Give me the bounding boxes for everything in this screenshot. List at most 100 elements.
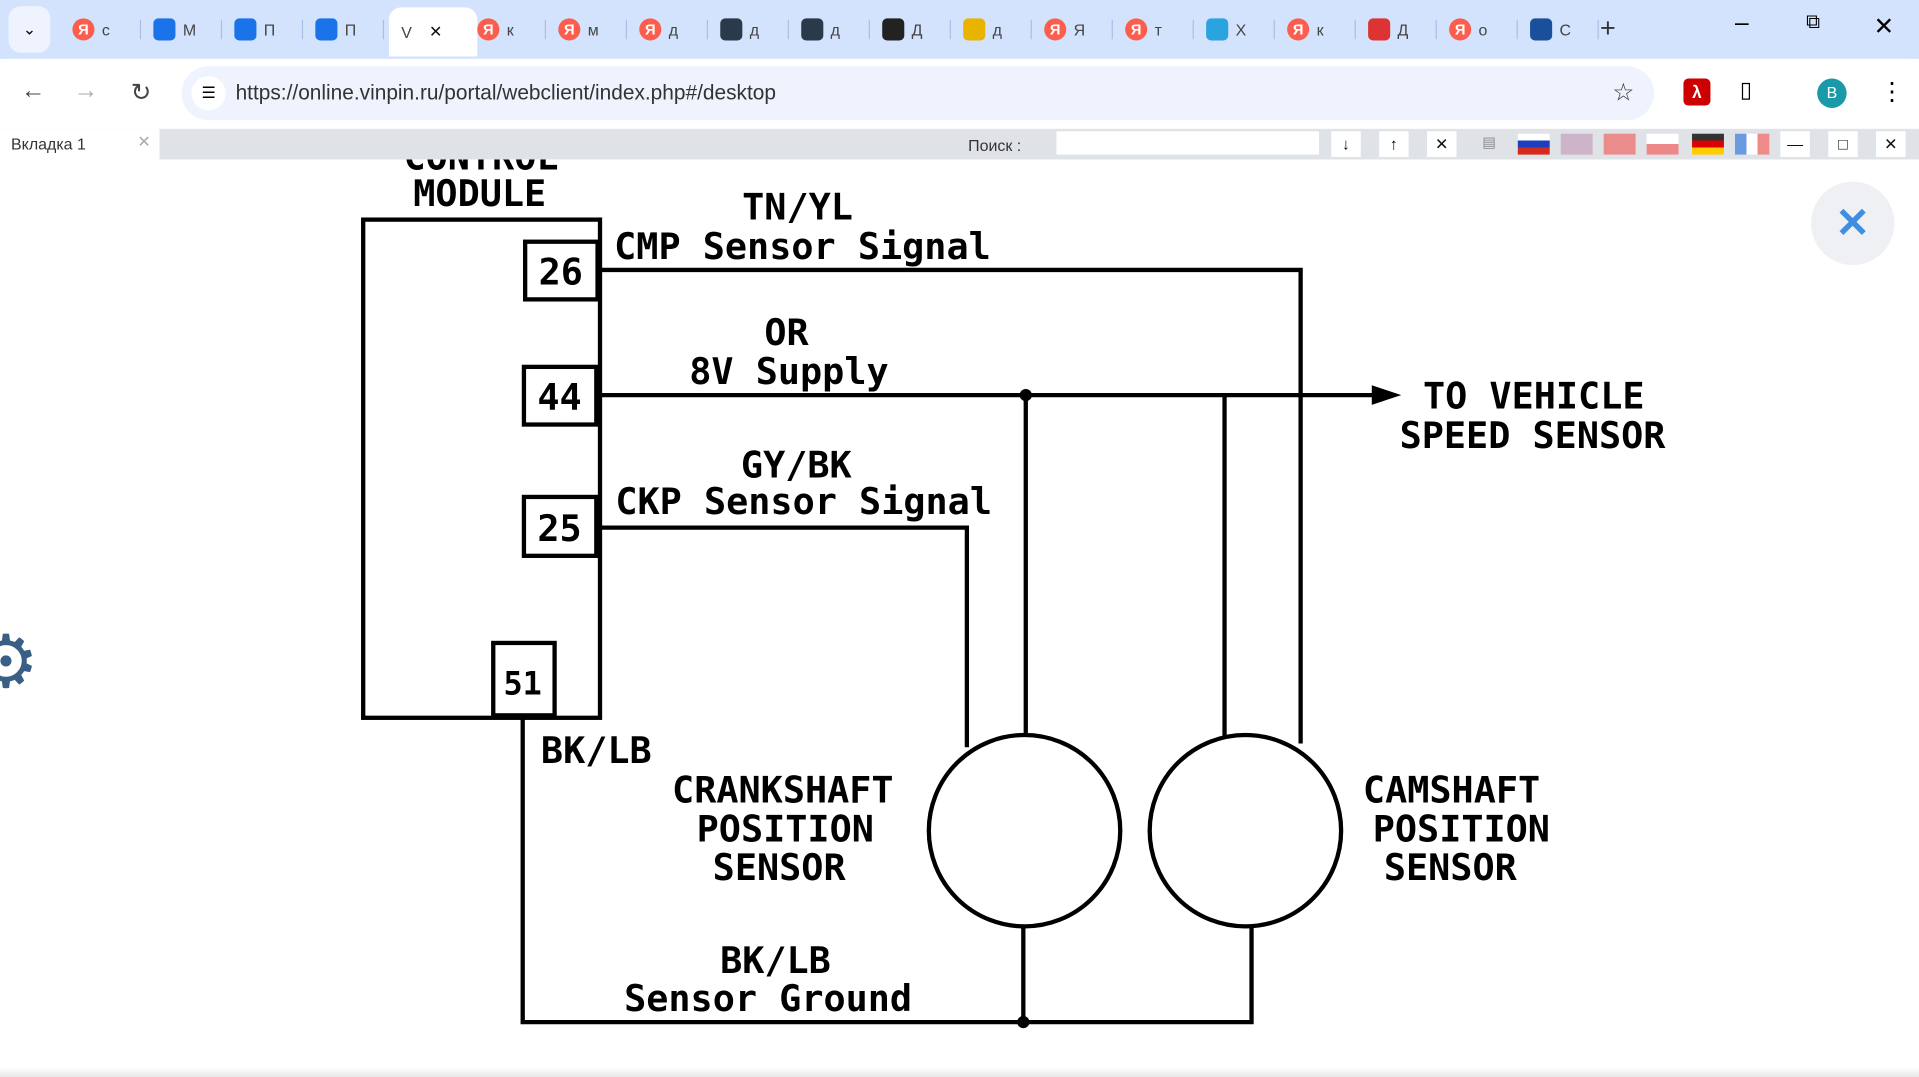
print-icon[interactable]: ▤ bbox=[1482, 133, 1497, 151]
browser-tab[interactable]: С bbox=[1523, 10, 1599, 49]
tab-separator bbox=[1273, 19, 1275, 40]
wire-color-label: TN/YL bbox=[742, 186, 853, 229]
app-toolbar: Вкладка 1 ✕ Поиск : ↓ ↑ ✕ ▤ — □ ✕ bbox=[0, 128, 1919, 160]
camshaft-sensor-label: SENSOR bbox=[1384, 846, 1518, 889]
yandex-icon: Я bbox=[1044, 18, 1067, 41]
panel-maximize-button[interactable]: □ bbox=[1828, 131, 1858, 158]
tab-separator bbox=[301, 19, 304, 40]
tab-title: Д bbox=[1397, 20, 1409, 39]
profile-avatar[interactable]: B bbox=[1817, 78, 1847, 108]
tab-title: м bbox=[587, 20, 599, 39]
bookmark-star-icon[interactable]: ☆ bbox=[1612, 79, 1635, 107]
close-viewer-button[interactable]: ✕ bbox=[1811, 181, 1895, 266]
browser-tab[interactable]: M bbox=[146, 10, 223, 49]
tab-separator bbox=[1030, 19, 1032, 40]
at-mail-icon bbox=[153, 18, 176, 41]
search-label: Поиск : bbox=[968, 136, 1022, 155]
tab-title: Х bbox=[1235, 20, 1247, 39]
arrow-head bbox=[1371, 385, 1402, 405]
emblem-icon bbox=[882, 18, 905, 41]
browser-tab[interactable]: Д bbox=[1361, 10, 1437, 49]
browser-tab[interactable]: Х bbox=[1199, 10, 1275, 49]
flag-de-button[interactable] bbox=[1692, 133, 1724, 155]
browser-menu-icon[interactable]: ⋮ bbox=[1879, 78, 1905, 106]
flag-ru-button[interactable] bbox=[1517, 133, 1550, 155]
pin-44-label: 44 bbox=[537, 376, 581, 419]
back-button[interactable]: ← bbox=[20, 77, 46, 105]
new-tab-button[interactable]: + bbox=[1600, 12, 1616, 43]
tab-search-button[interactable]: ⌄ bbox=[8, 6, 51, 53]
pdf-extension-icon[interactable]: λ bbox=[1683, 78, 1711, 106]
tab-title: С bbox=[1559, 20, 1572, 39]
browser-tab[interactable]: П bbox=[308, 10, 385, 49]
flag-pl-button[interactable] bbox=[1646, 133, 1679, 155]
browser-tab[interactable]: д bbox=[956, 10, 1032, 49]
wire-name-label: CMP Sensor Signal bbox=[614, 225, 991, 268]
settings-gear-icon[interactable]: ⚙ bbox=[0, 625, 39, 700]
camshaft-sensor-symbol bbox=[1147, 732, 1344, 929]
tab-separator bbox=[1354, 19, 1356, 40]
yandex-icon: Я bbox=[477, 18, 500, 41]
tab-close-icon[interactable]: ✕ bbox=[429, 22, 443, 41]
pin-26-label: 26 bbox=[539, 251, 583, 294]
tab-title: о bbox=[1478, 20, 1488, 39]
tab-title: д bbox=[992, 20, 1002, 39]
browser-tab[interactable]: V✕ bbox=[388, 7, 478, 57]
search-input[interactable] bbox=[1056, 131, 1320, 155]
close-window-button[interactable]: ✕ bbox=[1873, 13, 1895, 41]
tab-title: Д bbox=[911, 20, 923, 39]
search-clear-button[interactable]: ✕ bbox=[1427, 131, 1457, 158]
tab-title: д bbox=[749, 20, 760, 39]
yandex-icon: Я bbox=[639, 18, 662, 41]
flag-fr-button[interactable] bbox=[1734, 133, 1770, 155]
browser-tab[interactable]: д bbox=[794, 10, 870, 49]
panel-close-button[interactable]: ✕ bbox=[1876, 131, 1906, 158]
tab-title: M bbox=[182, 20, 197, 39]
app-tab-close-icon[interactable]: ✕ bbox=[137, 132, 151, 151]
forward-button[interactable]: → bbox=[73, 77, 99, 105]
control-module-box bbox=[361, 217, 603, 720]
browser-tab[interactable]: д bbox=[713, 10, 789, 49]
wrench-gear-icon bbox=[1530, 18, 1553, 41]
browser-tab[interactable]: Д bbox=[875, 10, 951, 49]
reload-button[interactable]: ↻ bbox=[130, 79, 152, 107]
restore-window-button[interactable]: ⧉ bbox=[1806, 12, 1821, 34]
tab-title: П bbox=[344, 20, 357, 39]
wire-name-label: Sensor Ground bbox=[624, 977, 912, 1020]
tab-title: д bbox=[668, 20, 679, 39]
yandex-icon: Я bbox=[72, 18, 95, 41]
url-text[interactable]: https://online.vinpin.ru/portal/webclien… bbox=[235, 80, 776, 105]
app-tab[interactable]: Вкладка 1 ✕ bbox=[0, 128, 160, 160]
tab-separator bbox=[625, 19, 627, 40]
pin-25-box bbox=[521, 494, 599, 558]
crankshaft-sensor-label: CRANKSHAFT bbox=[672, 768, 894, 811]
telegram-icon bbox=[1206, 18, 1229, 41]
minimize-window-button[interactable]: – bbox=[1734, 9, 1749, 37]
junction-dot bbox=[1019, 388, 1032, 402]
wire-color-label: OR bbox=[764, 311, 809, 354]
address-bar[interactable]: ☰ https://online.vinpin.ru/portal/webcli… bbox=[181, 66, 1654, 121]
search-prev-button[interactable]: ↑ bbox=[1379, 131, 1409, 158]
yandex-icon: Я bbox=[1125, 18, 1148, 41]
extensions-puzzle-icon[interactable]: ▯ bbox=[1739, 77, 1753, 102]
mail-envelope-icon bbox=[315, 18, 338, 41]
browser-tab[interactable]: П bbox=[227, 10, 304, 49]
flag-gb-button[interactable] bbox=[1560, 133, 1593, 155]
pin-51-label: 51 bbox=[503, 664, 541, 702]
flag-tr-button[interactable] bbox=[1603, 133, 1636, 155]
search-next-button[interactable]: ↓ bbox=[1331, 131, 1361, 158]
tab-separator bbox=[544, 19, 547, 40]
site-settings-icon[interactable]: ☰ bbox=[191, 76, 226, 111]
tab-separator bbox=[1111, 19, 1113, 40]
destination-label: TO VEHICLE bbox=[1423, 375, 1645, 418]
tab-title: к bbox=[506, 20, 514, 39]
panel-minimize-button[interactable]: — bbox=[1780, 131, 1810, 158]
